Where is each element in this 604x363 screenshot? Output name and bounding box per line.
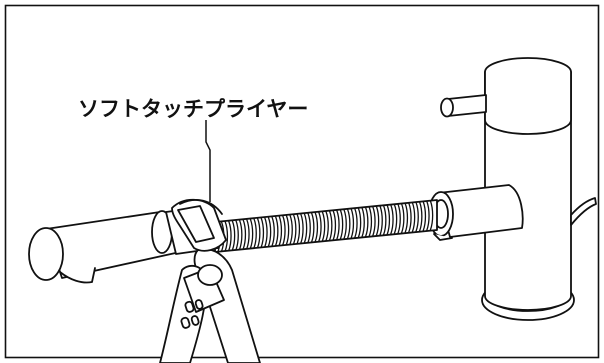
spring-coil — [256, 217, 261, 249]
spring-coil — [235, 220, 239, 251]
spring-coil — [246, 218, 250, 250]
callout-label: ソフトタッチプライヤー — [78, 97, 309, 121]
spring-coil — [274, 215, 279, 247]
spring-coil — [292, 214, 297, 245]
spring-coil — [364, 206, 369, 238]
spring-coil — [386, 204, 391, 235]
spring-coil — [271, 216, 275, 247]
spring-coil — [231, 220, 236, 251]
spring-coil — [264, 217, 268, 248]
spring-coil — [393, 203, 398, 235]
spring-coil — [336, 209, 340, 241]
spring-coil — [238, 219, 243, 250]
spring-coil — [289, 214, 293, 245]
spring-coil — [350, 208, 355, 239]
spring-coil — [249, 218, 254, 249]
spring-coil — [357, 207, 362, 238]
spring-coil — [253, 218, 257, 249]
spring-coil — [397, 203, 401, 234]
spring-coil — [296, 213, 301, 245]
spring-coil — [343, 209, 347, 240]
spring-coil — [368, 206, 373, 237]
spring-coil — [375, 205, 380, 237]
spring-coil — [303, 213, 308, 244]
spring-coil — [260, 217, 265, 248]
spring-coil — [307, 212, 311, 243]
spring-coil — [328, 210, 333, 241]
spring-coil — [242, 219, 247, 250]
spring-coil — [339, 209, 344, 240]
spring-coil — [411, 202, 416, 233]
spring-coil — [404, 202, 409, 234]
spring-coil — [422, 200, 427, 232]
spring-coil — [224, 221, 229, 252]
callout-leader — [205, 120, 211, 202]
spring-coil — [278, 215, 283, 246]
spring-coil — [282, 215, 286, 246]
spring-coil — [379, 205, 383, 236]
spring-coil — [228, 220, 232, 252]
spring-coil — [267, 216, 272, 248]
spring-coil — [318, 211, 322, 242]
spring-coil — [429, 200, 434, 231]
spring-coil — [332, 210, 337, 241]
spring-coil — [382, 204, 387, 236]
spring-coil — [426, 200, 430, 231]
spring-coil — [390, 204, 394, 235]
spring-coil — [310, 212, 315, 243]
spring-coil — [361, 207, 365, 238]
figure-border — [4, 4, 600, 359]
spring-hose — [214, 199, 438, 253]
spring-coil — [354, 207, 358, 239]
spring-coil — [321, 211, 326, 242]
spring-coil — [415, 201, 419, 232]
spring-coil — [325, 210, 329, 242]
soft-touch-pliers — [159, 198, 261, 363]
spring-coil — [314, 211, 319, 243]
spring-coil — [408, 202, 412, 233]
spring-coil — [346, 208, 351, 239]
spring-coil — [372, 206, 376, 237]
spring-coil — [418, 201, 423, 232]
spring-coil — [400, 203, 405, 234]
spring-coil — [300, 213, 304, 244]
faucet-body — [440, 57, 597, 321]
spring-coil — [285, 214, 290, 246]
